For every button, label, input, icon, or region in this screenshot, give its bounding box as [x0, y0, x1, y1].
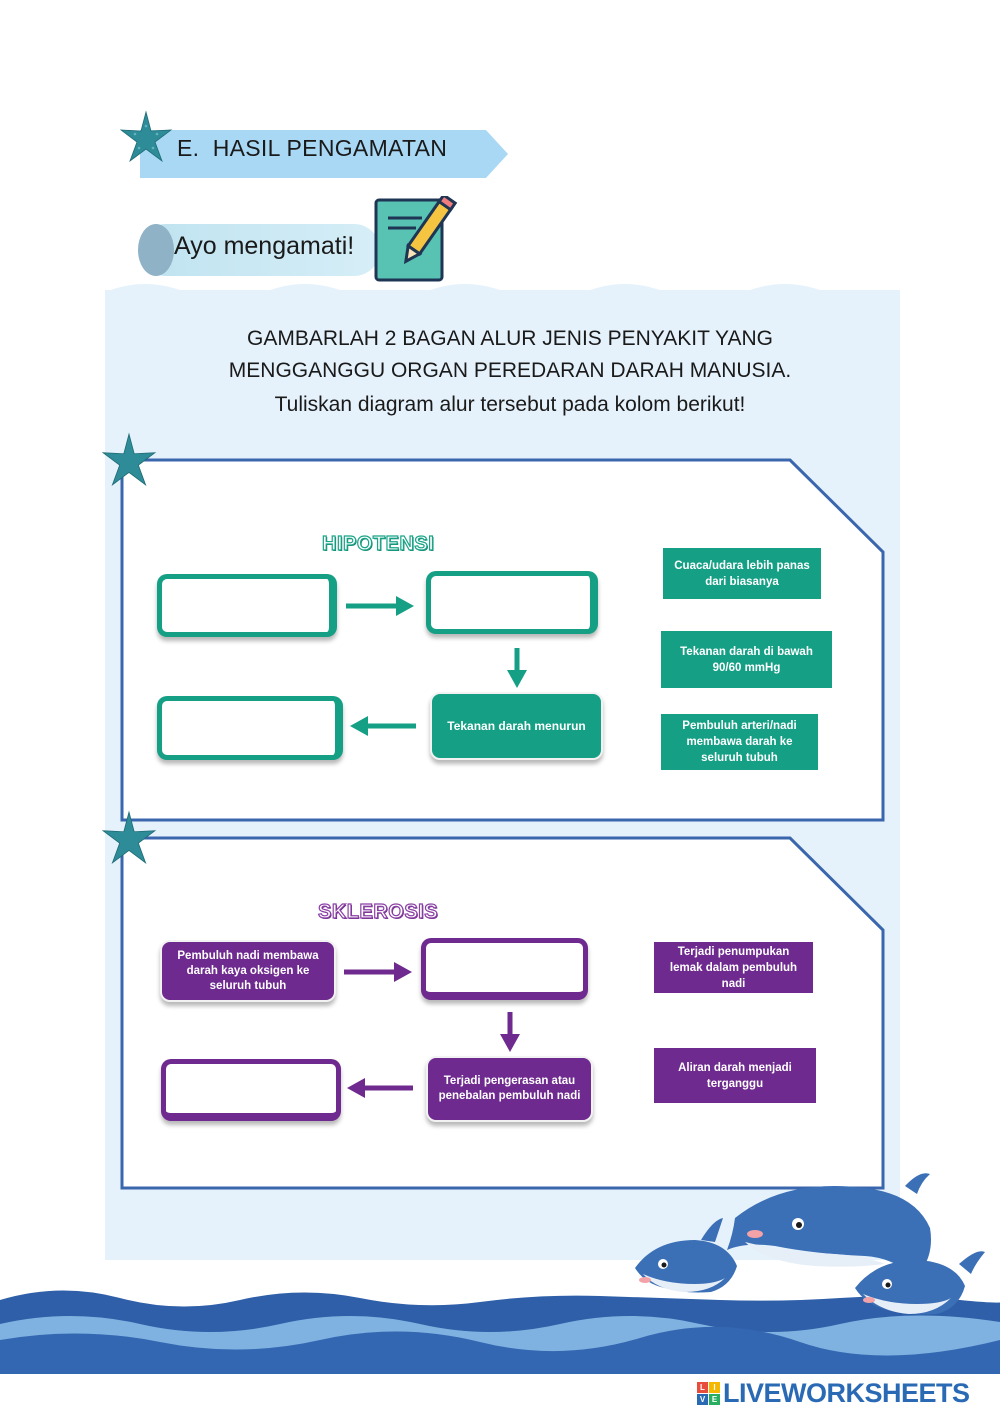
logo-text: LIVEWORKSHEETS: [723, 1378, 970, 1408]
hipotensi-box-3: Tekanan darah menurun: [430, 692, 603, 760]
hipotensi-drop-box-1[interactable]: [157, 574, 337, 637]
sea-waves: [0, 1290, 1000, 1414]
starfish-icon: [101, 432, 157, 486]
panel-wave-edge: [105, 284, 900, 308]
arrow-right-icon: [346, 596, 414, 616]
section-ribbon: [140, 130, 508, 178]
logo-letter: E: [709, 1394, 720, 1405]
section-letter: E.: [177, 135, 200, 161]
hipotensi-drop-box-2[interactable]: [426, 571, 598, 634]
logo-grid-icon: L I V E: [697, 1382, 720, 1405]
sklerosis-heading: SKLEROSIS: [317, 900, 439, 923]
dolphin-illustration: [635, 1173, 985, 1315]
arrow-down-icon: [507, 648, 527, 688]
dolphin-large: [727, 1173, 931, 1278]
arrow-down-icon: [500, 1012, 520, 1052]
logo-letter: V: [697, 1394, 708, 1405]
arrow-right-icon: [344, 962, 412, 982]
sklerosis-drop-box-4[interactable]: [161, 1059, 341, 1121]
observe-pill: [140, 224, 380, 276]
arrow-left-icon: [347, 1078, 413, 1098]
sklerosis-option-2[interactable]: Aliran darah menjadi terganggu: [654, 1048, 816, 1103]
logo-letter: L: [697, 1382, 708, 1393]
hipotensi-heading: HIPOTENSI: [321, 532, 435, 555]
instruction-line-1: GAMBARLAH 2 BAGAN ALUR JENIS PENYAKIT YA…: [247, 327, 773, 350]
dolphin-left: [635, 1218, 737, 1293]
liveworksheets-logo: L I V E LIVEWORKSHEETS: [697, 1378, 970, 1409]
sklerosis-box-1: Pembuluh nadi membawa darah kaya oksigen…: [160, 940, 336, 1002]
hipotensi-option-3[interactable]: Pembuluh arteri/nadi membawa darah ke se…: [661, 714, 818, 770]
section-title-text: HASIL PENGAMATAN: [212, 135, 448, 161]
notepad-pencil-icon: [374, 196, 458, 282]
observe-pill-cap: [138, 224, 174, 276]
instruction-line-3: Tuliskan diagram alur tersebut pada kolo…: [274, 393, 746, 416]
starfish-icon: [101, 810, 157, 864]
arrow-left-icon: [350, 716, 416, 736]
starfish-icon: [119, 110, 173, 163]
hipotensi-drop-box-4[interactable]: [157, 696, 343, 760]
dolphin-right: [855, 1251, 985, 1315]
sklerosis-option-1[interactable]: Terjadi penumpukan lemak dalam pembuluh …: [654, 942, 813, 993]
hipotensi-option-1[interactable]: Cuaca/udara lebih panas dari biasanya: [663, 548, 821, 599]
hipotensi-option-2[interactable]: Tekanan darah di bawah 90/60 mmHg: [661, 631, 832, 688]
sklerosis-box-3: Terjadi pengerasan atau penebalan pembul…: [426, 1056, 593, 1122]
sklerosis-drop-box-2[interactable]: [421, 938, 588, 1000]
logo-letter: I: [709, 1382, 720, 1393]
sklerosis-frame: [120, 836, 885, 1190]
instruction-line-2: MENGGANGGU ORGAN PEREDARAN DARAH MANUSIA…: [228, 359, 792, 382]
observe-pill-text: Ayo mengamati!: [174, 232, 355, 260]
section-title: E. HASIL PENGAMATAN: [177, 135, 447, 162]
